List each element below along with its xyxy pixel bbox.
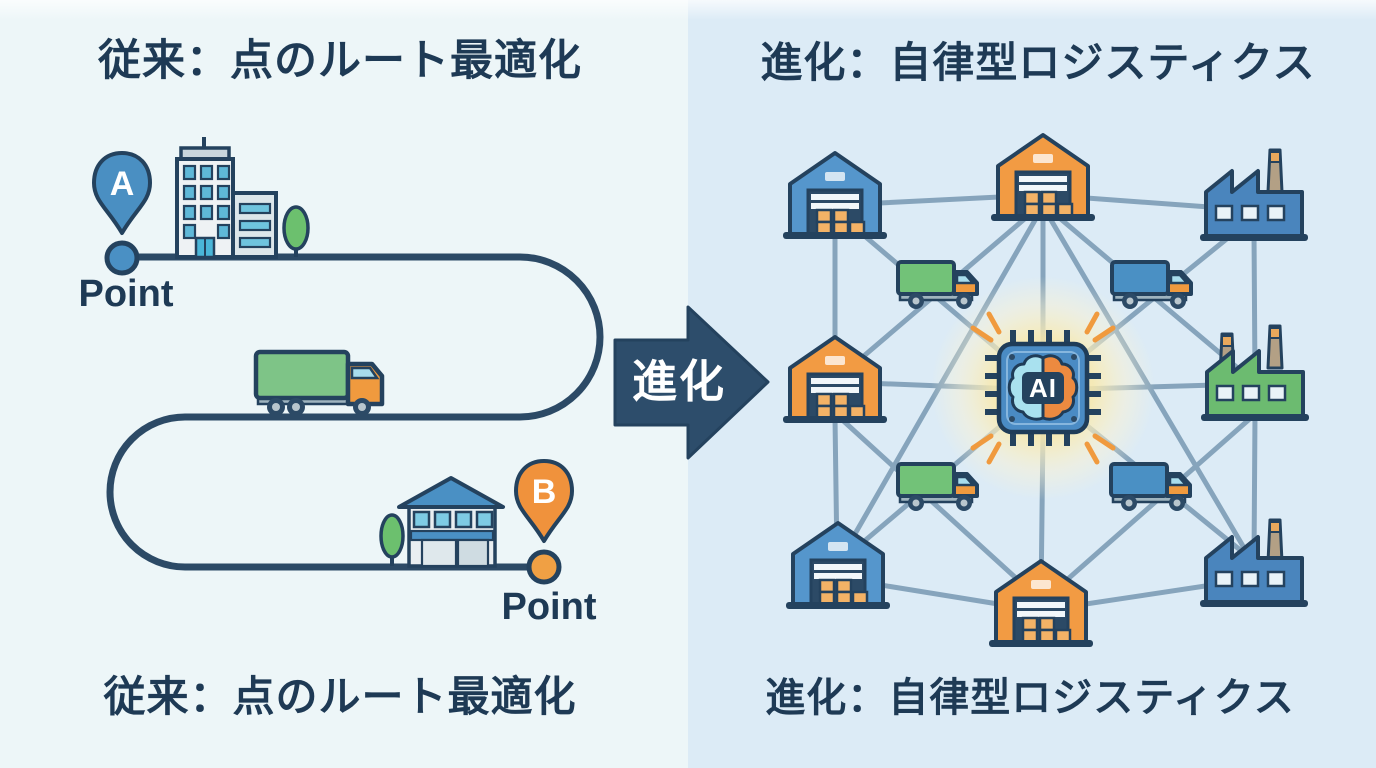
warehouse-blue-icon — [781, 151, 889, 241]
delivery-truck-icon — [253, 349, 385, 416]
warehouse-orange-icon — [989, 133, 1097, 223]
evolution-arrow-icon — [613, 305, 770, 460]
point-b-label: Point — [501, 586, 597, 628]
factory-blue-icon — [1198, 148, 1310, 243]
ai-chip-icon — [970, 311, 1116, 465]
route-start-dot — [104, 240, 140, 276]
route-end-dot — [526, 549, 562, 585]
right-title-top: 進化：自律型ロジスティクス — [760, 39, 1316, 86]
pin-b-letter: B — [531, 473, 557, 511]
warehouse-blue-icon — [784, 521, 892, 611]
pin-a-letter: A — [109, 165, 135, 203]
tree-icon — [379, 513, 405, 566]
annex-building-icon — [231, 191, 278, 259]
office-building-icon — [175, 137, 235, 259]
house-icon — [397, 476, 505, 568]
top-fade-overlay — [0, 0, 1376, 20]
point-a-label: Point — [78, 273, 174, 315]
right-title-bottom: 進化：自律型ロジスティクス — [765, 676, 1295, 720]
left-title-bottom: 従来：点のルート最適化 — [103, 673, 577, 720]
left-title-top: 従来：点のルート最適化 — [98, 37, 582, 85]
tree-icon — [282, 205, 310, 257]
route-path — [106, 253, 604, 571]
ai-chip-label: AI — [1029, 373, 1057, 403]
evolution-arrow-label: 進化 — [631, 356, 726, 407]
